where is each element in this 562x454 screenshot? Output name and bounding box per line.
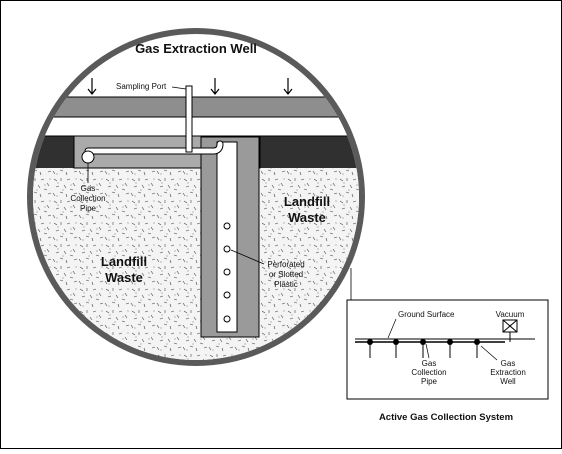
landfill-waste-left-label-2: Waste [105, 270, 143, 285]
gas-collection-pipe-label-3: Pipe [80, 204, 97, 213]
gas-collection-pipe-label-2: Collection [70, 194, 105, 203]
ground-surface-label: Ground Surface [398, 310, 455, 319]
inset-box [346, 299, 549, 400]
landfill-waste-left-label-1: Landfill [101, 254, 147, 269]
inset-wells [367, 339, 480, 358]
infiltration-arrows [87, 78, 293, 95]
gas-collection-pipe [85, 141, 223, 154]
pipe-end-cap [81, 150, 95, 164]
inset-well-label-2: Extraction [490, 368, 526, 377]
perforated-label-3: Plastic [274, 280, 298, 289]
sampling-port-label: Sampling Port [116, 82, 167, 91]
gas-collection-pipe-label-1: Gas [81, 184, 96, 193]
landfill-waste-right-label-1: Landfill [284, 194, 330, 209]
inset-pipe-label-2: Collection [411, 368, 446, 377]
well-cross-section [27, 28, 365, 366]
landfill-waste-right-label-2: Waste [288, 210, 326, 225]
inset-well-label-3: Well [500, 377, 516, 386]
diagram-title: Gas Extraction Well [135, 41, 257, 56]
inset-pipe-label-3: Pipe [421, 377, 438, 386]
inset-caption: Active Gas Collection System [379, 412, 513, 423]
perforations [223, 222, 231, 323]
inset-active-gas-collection-system: Ground Surface Vacuum Gas Collection Pip… [346, 268, 549, 423]
perforated-label-1: Perforated [267, 260, 304, 269]
inset-pipe-label-1: Gas [422, 359, 437, 368]
perforated-label-2: or Slotted [269, 270, 303, 279]
light-soil-layer [33, 116, 359, 137]
vacuum-label: Vacuum [496, 310, 525, 319]
inset-well-label-1: Gas [501, 359, 516, 368]
well-pipe-inner [216, 141, 238, 333]
sampling-port-tube [185, 85, 193, 153]
cover-layer [33, 96, 359, 118]
